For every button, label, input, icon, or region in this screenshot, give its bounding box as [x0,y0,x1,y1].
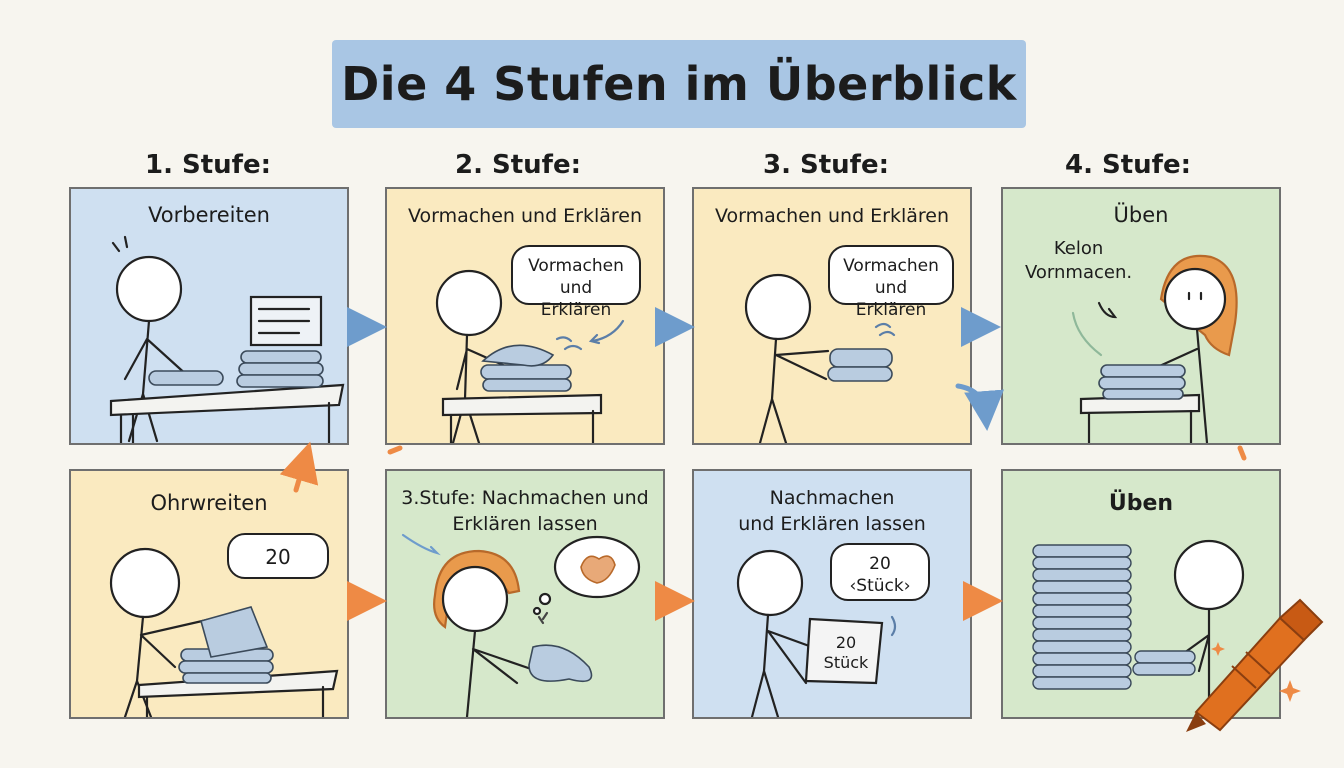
panel-ueben-1: Üben Kelon Vornmacen. [1001,187,1281,445]
sign-text: 20 Stück [816,633,876,673]
panel-title: Vormachen und Erklären [714,205,950,227]
panel-title: Nachmachen und Erklären lassen [694,485,970,537]
scene-ueben-1 [1071,254,1238,443]
stage-label-4: 4. Stufe: [1064,150,1192,180]
title-line: 3.Stufe: Nachmachen und [401,487,649,509]
panel-vormachen-erklaeren-1: Vormachen und Erklären Vormachen und Erk… [385,187,665,445]
bubble-line: und Erklären [540,278,612,320]
bubble-line: und Erklären [855,278,927,320]
scene-ueben-2 [1032,539,1245,717]
stage-label-3: 3. Stufe: [762,150,890,180]
bubble-line: Vormachen [528,256,624,276]
panel-title: Vormachen und Erklären [407,205,643,227]
folded-towels-icon [178,606,274,684]
scene-vorbereiten [109,235,345,443]
note-line: Kelon [1053,238,1104,259]
arrow-icon [1237,445,1247,461]
note-line: Vornmacen. [1025,262,1133,283]
folded-towels-icon [528,644,593,683]
speech-bubble: 20 ‹Stück› [830,543,930,601]
speech-bubble: Vormachen und Erklären [828,245,954,320]
panel-nachmachen-2: Nachmachen und Erklären lassen 20 ‹Stück… [692,469,972,719]
folded-towels-icon [1098,364,1186,400]
bubble-line: ‹Stück› [849,576,911,596]
panel-vorbereiten: Vorbereiten [69,187,349,445]
title-line: Erklären lassen [452,513,598,535]
title-line: und Erklären lassen [738,513,926,535]
panel-title: Vorbereiten [148,203,270,227]
bubble-text: 20 [265,545,291,569]
arrow-icon [387,445,403,455]
note: Kelon Vornmacen. [1025,237,1132,285]
panel-ohrwreiten: Ohrwreiten 20 [69,469,349,719]
stage-label-2: 2. Stufe: [454,150,582,180]
folded-towels-icon [148,350,324,388]
panel-ueben-2: Üben [1001,469,1281,719]
speech-bubble: 20 [227,533,329,579]
folded-towels-icon [827,348,893,382]
panel-title: Üben [1108,491,1174,516]
bubble-line: Vormachen [843,256,939,276]
folded-towels-icon [480,344,572,392]
sign-line: Stück [823,653,869,672]
title-line: Nachmachen [769,487,895,509]
stage-label-1: 1. Stufe: [144,150,272,180]
title-banner: Die 4 Stufen im Überblick [332,40,1026,128]
scene-vormachen-2 [744,273,896,443]
scene-vormachen-1 [435,269,625,443]
panel-title: 3.Stufe: Nachmachen und Erklären lassen [387,485,663,537]
folded-towels-icon [1032,544,1196,690]
page-title: Die 4 Stufen im Überblick [341,57,1017,111]
speech-bubble: Vormachen und Erklären [511,245,641,320]
sign-board [804,617,884,685]
sign-line: 20 [835,633,857,652]
scene-ohrwreiten [109,547,339,717]
panel-title: Ohrwreiten [150,491,268,515]
panel-vormachen-erklaeren-2: Vormachen und Erklären Vormachen und Erk… [692,187,972,445]
scene-nachmachen-2 [736,549,897,717]
panel-title: Üben [1113,203,1169,227]
scene-nachmachen-1 [401,533,641,717]
panel-nachmachen-1: 3.Stufe: Nachmachen und Erklären lassen [385,469,665,719]
bubble-line: 20 [869,554,891,574]
